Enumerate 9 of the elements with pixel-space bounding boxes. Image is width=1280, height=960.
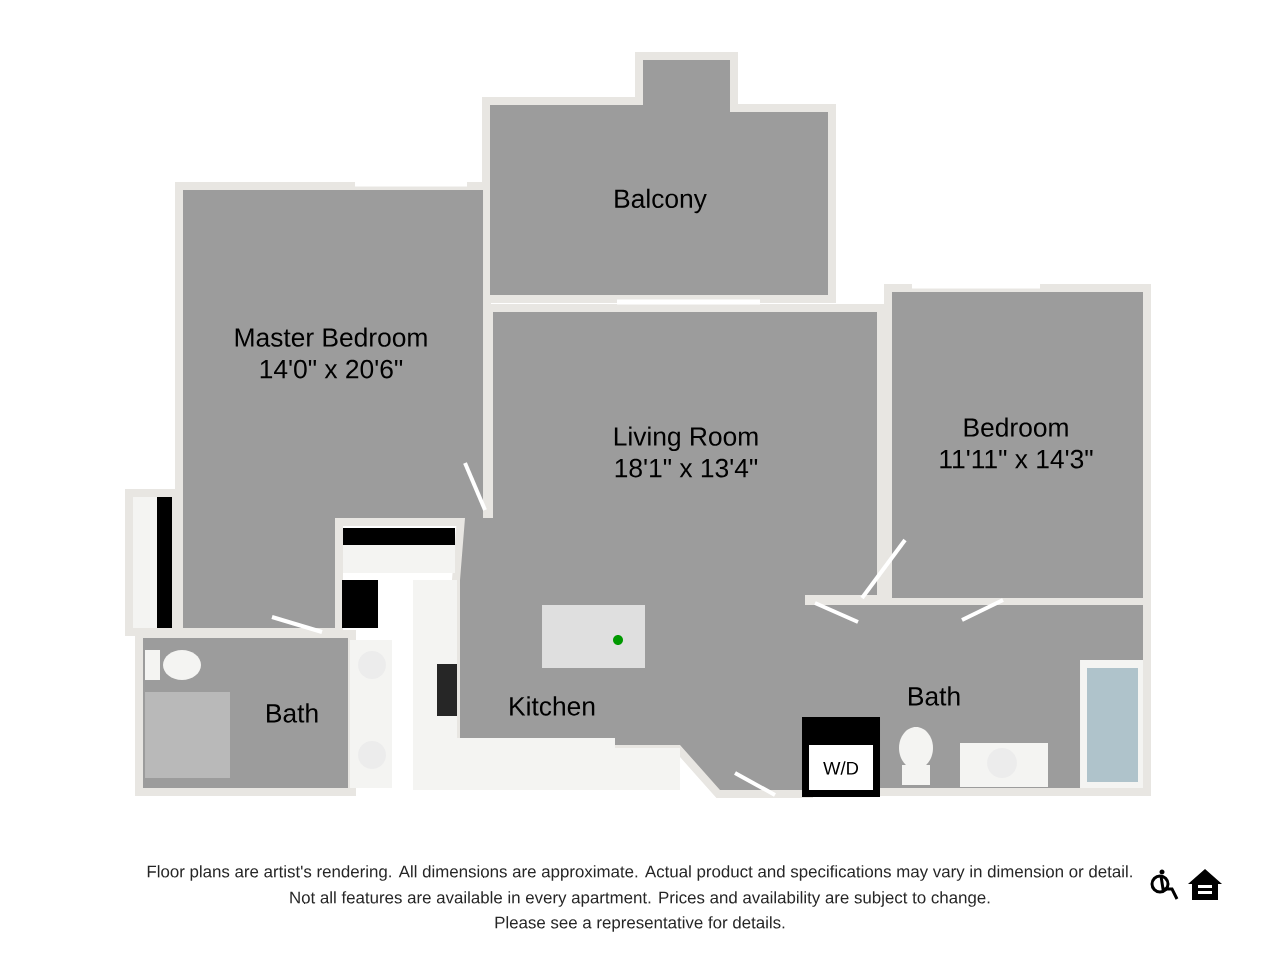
room: Master Bedroom 14'0" x 20'6" bbox=[183, 190, 483, 628]
disclaimer-text: Floor plans are artist's rendering. All dimensions are approximate. Actual product and specifications may vary in dimension or detail. bbox=[147, 865, 1132, 881]
disclaimer-text: Not all features are available in every apartment. Prices and availability are subject to change. bbox=[290, 891, 990, 907]
washer-dryer: W/D bbox=[802, 717, 880, 797]
node-label: Bath bbox=[909, 686, 960, 706]
disclaimer-text: Please see a representative for details. bbox=[495, 916, 785, 932]
room: Bedroom 11'11" x 14'3" bbox=[892, 292, 1143, 598]
room-label: Kitchen bbox=[510, 696, 595, 716]
room: Balcony bbox=[490, 60, 828, 295]
